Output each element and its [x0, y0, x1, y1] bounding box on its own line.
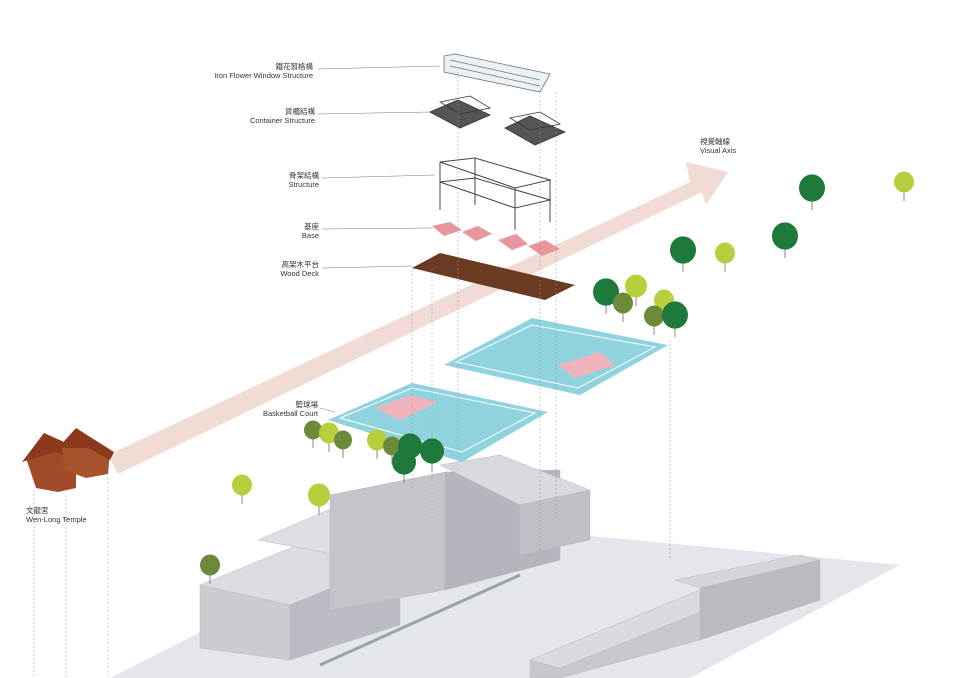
tree-canopy: [383, 436, 401, 456]
projection-lines: [33, 72, 671, 678]
label-visual-axis-zh: 視覺軸線: [700, 137, 730, 146]
label-temple-zh: 文龍宮: [26, 506, 49, 515]
tree-canopy: [308, 483, 330, 507]
label-basketball: 籃球場 Basketball Court: [205, 400, 318, 418]
tree-canopy: [232, 474, 252, 496]
tree-canopy: [392, 449, 416, 475]
label-structure-en: Structure: [288, 180, 319, 189]
label-structure-zh: 骨架結構: [289, 171, 319, 180]
label-base-zh: 基座: [304, 222, 319, 231]
label-basketball-en: Basketball Court: [262, 409, 318, 418]
visual-axis-arrow: [108, 162, 728, 474]
label-wood-deck-en: Wood Deck: [280, 269, 319, 278]
wood-deck: [412, 253, 575, 300]
tree-canopy: [670, 236, 696, 264]
label-base: 基座 Base: [205, 222, 319, 240]
base-blocks: [432, 222, 560, 256]
label-container-en: Container Structure: [249, 116, 315, 125]
tree-canopy: [715, 242, 735, 264]
label-iron-window-en: Iron Flower Window Structure: [214, 71, 313, 80]
label-container-zh: 貨櫃結構: [285, 107, 315, 116]
tree-canopy: [200, 554, 220, 576]
label-iron-window: 鐵花窗格構 Iron Flower Window Structure: [205, 62, 313, 80]
tree-canopy: [662, 301, 688, 329]
basketball-court-lower: [328, 383, 548, 462]
label-wood-deck-zh: 高架木平台: [281, 260, 320, 269]
tree-canopy: [304, 420, 322, 440]
tree-canopy: [644, 305, 664, 327]
leader-lines: [317, 65, 441, 413]
label-temple-en: Wen-Long Temple: [26, 515, 87, 524]
container-structure: [429, 95, 566, 146]
wen-long-temple: [22, 428, 114, 492]
tree-canopy: [367, 429, 387, 451]
tree-canopy: [613, 292, 633, 314]
tree-canopy: [625, 274, 647, 298]
tree-canopy: [772, 222, 798, 250]
tree-canopy: [799, 174, 825, 202]
iron-flower-window: [443, 53, 551, 93]
label-structure: 骨架結構 Structure: [205, 171, 319, 189]
label-visual-axis-en: Visual Axis: [700, 146, 737, 155]
label-visual-axis: 視覺軸線 Visual Axis: [700, 137, 760, 155]
trees: [200, 171, 914, 584]
tree-canopy: [593, 278, 619, 306]
tree-canopy: [420, 438, 444, 464]
label-wood-deck: 高架木平台 Wood Deck: [205, 260, 319, 278]
label-temple: 文龍宮 Wen-Long Temple: [26, 506, 106, 524]
tree-canopy: [319, 422, 339, 444]
label-container: 貨櫃結構 Container Structure: [205, 107, 315, 125]
label-basketball-zh: 籃球場: [295, 400, 319, 409]
skeleton-structure: [439, 157, 552, 230]
tree-canopy: [334, 430, 352, 450]
label-base-en: Base: [301, 231, 319, 240]
building-massing: [199, 454, 821, 678]
label-iron-window-zh: 鐵花窗格構: [275, 62, 314, 71]
tree-canopy: [894, 171, 914, 193]
